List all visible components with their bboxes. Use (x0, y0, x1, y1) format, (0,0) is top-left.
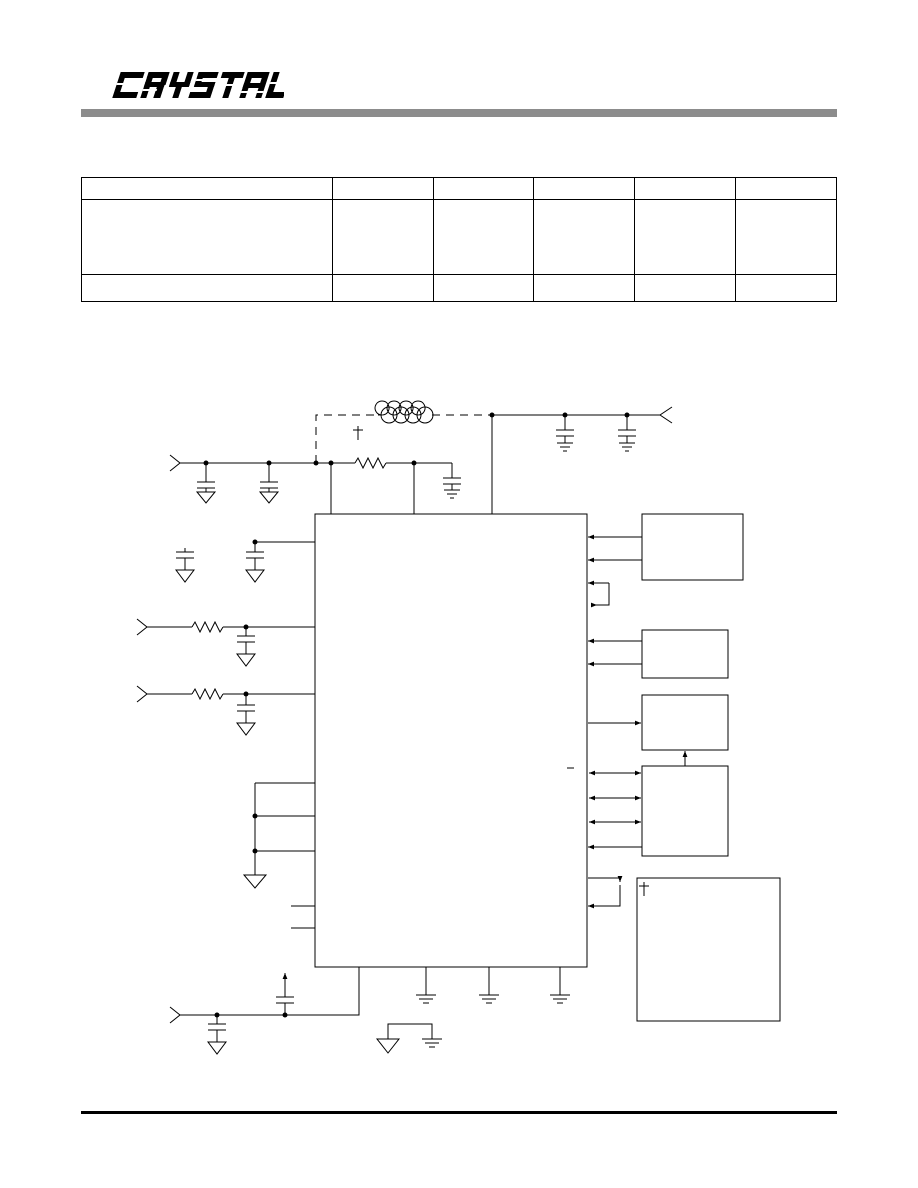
dashed-bypass-path (315, 414, 378, 463)
analog-input-1 (136, 618, 148, 636)
table-cell (533, 274, 636, 302)
table-cell (432, 274, 535, 302)
table-cell (634, 274, 737, 302)
table-cell (331, 274, 434, 302)
spec-table (81, 177, 837, 302)
table-cell (735, 177, 837, 200)
right-block-1 (641, 513, 744, 581)
table-cell (735, 199, 837, 275)
resistor-r1 (354, 456, 387, 470)
table-row (81, 199, 837, 275)
table-cell (331, 199, 434, 275)
table-cell (533, 199, 636, 275)
table-cell (634, 199, 737, 275)
supply-input-arrow (659, 406, 673, 424)
header-divider-bar (81, 109, 837, 117)
analog-supply-input (169, 454, 181, 472)
footer-rule (81, 1111, 837, 1114)
analog-input-2 (136, 685, 148, 703)
digital-supply-input (169, 1006, 181, 1024)
junction-dots (203, 412, 630, 1018)
table-cell (735, 274, 837, 302)
table-cell (533, 177, 636, 200)
right-block-4 (641, 765, 729, 857)
table-cell (81, 274, 333, 302)
table-cell (432, 177, 535, 200)
table-cell (81, 199, 333, 275)
table-row (81, 274, 837, 302)
right-block-3 (641, 694, 729, 751)
inductor-symbol (374, 400, 426, 416)
table-cell (432, 199, 535, 275)
schematic-diagram (136, 400, 781, 1055)
right-block-5 (636, 877, 781, 1022)
table-row (81, 177, 837, 200)
right-block-2 (641, 629, 729, 679)
polarity-mark (353, 426, 363, 440)
table-cell (331, 177, 434, 200)
table-cell (634, 177, 737, 200)
main-ic-block (314, 513, 588, 968)
crystal-logo (112, 72, 284, 98)
table-cell (81, 177, 333, 200)
